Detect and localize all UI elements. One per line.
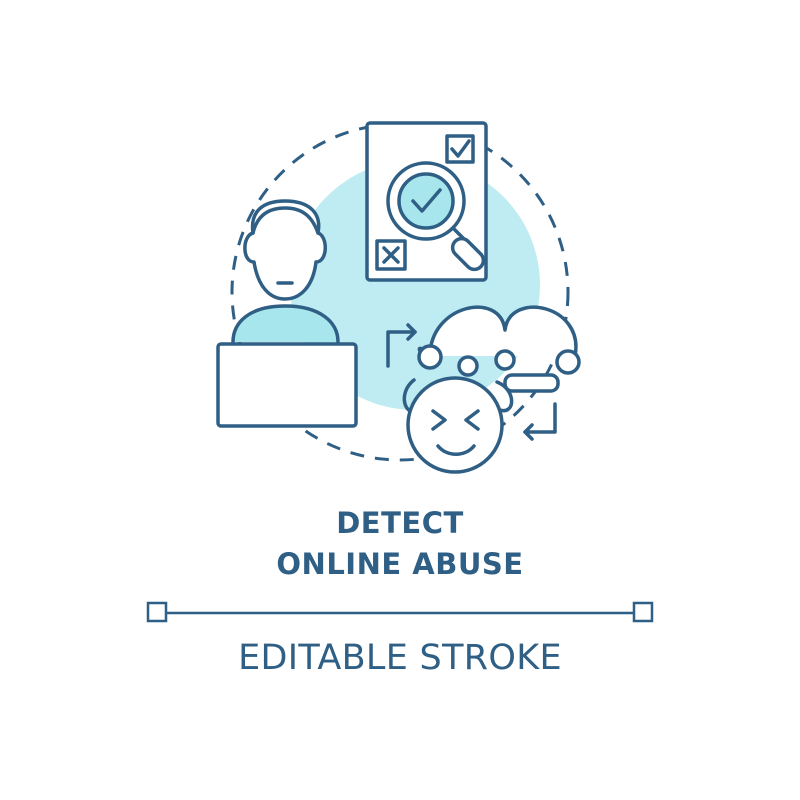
magnifier-check-icon: [386, 161, 486, 272]
document-icon: [365, 121, 488, 282]
dashed-ring: [230, 122, 570, 462]
checkbox-checked-icon: [445, 134, 475, 164]
jester-troll-face-icon: [402, 305, 581, 474]
detect-online-abuse-illustration: [216, 121, 581, 474]
laptop-icon: [216, 342, 358, 428]
person-icon: [231, 199, 340, 344]
checkbox-crossed-icon: [375, 239, 407, 271]
editable-stroke-line: [146, 601, 654, 623]
stroke-handle-right: [632, 601, 654, 623]
title-line-2: ONLINE ABUSE: [276, 547, 524, 581]
stroke-handle-left: [146, 601, 168, 623]
cycle-arrows-icon: [386, 323, 557, 441]
editable-stroke-caption: EDITABLE STROKE: [238, 638, 562, 678]
title-line-1: DETECT: [336, 506, 464, 540]
